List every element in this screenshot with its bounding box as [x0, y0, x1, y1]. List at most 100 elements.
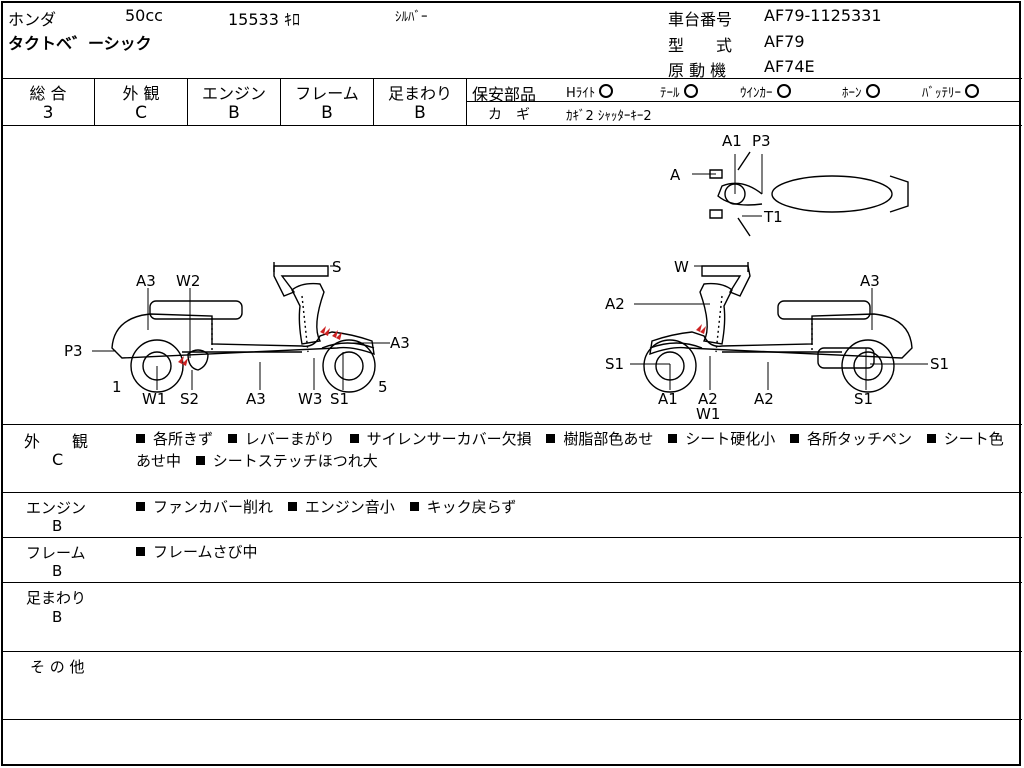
diagram-label: S2	[180, 390, 199, 408]
note-item: 樹脂部色あせ	[546, 430, 653, 448]
safety-item-horn: ﾎｰﾝ	[842, 82, 884, 101]
notes-engine-list: ファンカバー削れ エンジン音小 キック戻らず	[136, 496, 526, 518]
divider	[1, 424, 1022, 425]
frame-no-label: 車台番号	[668, 10, 733, 29]
diagram-label: P3	[64, 342, 83, 360]
notes-suspension-grade: B	[52, 608, 63, 626]
grade-frame-label: フレーム	[295, 84, 359, 103]
note-item: フレームさび中	[136, 543, 258, 561]
diagram-label: A3	[246, 390, 266, 408]
scooter-diagram: A3 W2 S P3 A3 1 W1 S2 A3 W3 S1 5 W A3 A2…	[64, 132, 949, 423]
key-value: ｶｷﾞ2 ｼｬｯﾀｰｷｰ2	[566, 109, 652, 124]
safety-item-battery: ﾊﾞｯﾃﾘｰ	[922, 82, 983, 101]
scooter-right-view	[643, 262, 913, 393]
engine-value: AF74E	[764, 57, 815, 76]
notes-exterior-label: 外 観	[24, 432, 89, 451]
divider	[466, 101, 1020, 102]
grade-overall-label: 総 合	[29, 84, 67, 103]
damage-marks	[178, 324, 706, 366]
safety-item-tail: ﾃｰﾙ	[660, 82, 702, 101]
key-label: カ ギ	[488, 107, 530, 123]
bullet-square-icon	[136, 502, 145, 511]
diagram-label: W1	[696, 405, 720, 423]
notes-engine-grade: B	[52, 517, 63, 535]
scooter-top-view	[709, 151, 909, 237]
divider	[94, 78, 95, 125]
safety-item-winker: ｳｲﾝｶｰ	[740, 82, 795, 101]
type-label: 型 式	[668, 36, 733, 55]
ok-circle-icon	[776, 84, 791, 98]
notes-exterior-list: 各所きず レバーまがり サイレンサーカバー欠損 樹脂部色あせ シート硬化小 各所…	[136, 428, 1016, 472]
diagram-label: S1	[930, 355, 949, 373]
ok-circle-icon	[683, 84, 698, 98]
divider	[1, 582, 1022, 583]
bullet-square-icon	[926, 434, 936, 443]
diagram-label: A3	[860, 272, 880, 290]
grade-engine-value: B	[228, 103, 240, 123]
divider	[1, 125, 1022, 126]
grade-suspension-label: 足まわり	[387, 84, 452, 103]
notes-frame-grade: B	[52, 562, 63, 580]
notes-frame-list: フレームさび中	[136, 541, 268, 563]
notes-other-label: そ の 他	[30, 658, 85, 676]
divider	[1, 719, 1022, 720]
scooter-left-view	[111, 262, 376, 393]
divider	[280, 78, 281, 125]
note-item: シートステッチほつれ大	[195, 452, 378, 470]
diagram-label: S1	[605, 355, 624, 373]
grade-suspension-value: B	[414, 103, 426, 123]
notes-suspension-label: 足まわり	[26, 589, 87, 607]
grade-engine-label: エンジン	[201, 84, 266, 103]
bullet-square-icon	[227, 434, 237, 443]
diagram-label: 1	[112, 378, 122, 396]
diagram-label: T1	[763, 208, 783, 226]
bullet-square-icon	[136, 434, 145, 443]
diagram-label: W1	[142, 390, 166, 408]
note-item: キック戻らず	[409, 498, 516, 516]
diagram-label: A3	[390, 334, 410, 352]
note-item: サイレンサーカバー欠損	[349, 430, 532, 448]
diagram-label: A2	[698, 390, 718, 408]
model-name: タクトベ゛ーシック	[8, 34, 152, 53]
diagram-label: W	[674, 258, 689, 276]
diagram-labels: A3 W2 S P3 A3 1 W1 S2 A3 W3 S1 5 W A3 A2…	[64, 132, 949, 423]
ok-circle-icon	[965, 84, 979, 98]
diagram-label: A2	[605, 295, 625, 313]
grade-exterior-value: C	[135, 103, 147, 123]
bullet-square-icon	[349, 434, 359, 443]
bullet-square-icon	[195, 456, 205, 465]
grade-overall-value: 3	[42, 103, 54, 123]
note-item: ファンカバー削れ	[136, 498, 273, 516]
diagram-label: A2	[754, 390, 774, 408]
bullet-square-icon	[287, 502, 297, 511]
ok-circle-icon	[865, 84, 880, 98]
ok-circle-icon	[599, 84, 614, 98]
diagram-label: W2	[176, 272, 200, 290]
note-item: シート硬化小	[668, 430, 775, 448]
grade-exterior-label: 外 観	[122, 84, 160, 103]
safety-item-headlight: Hﾗｲﾄ	[566, 82, 617, 101]
diagram-label: W3	[298, 390, 322, 408]
notes-exterior-grade: C	[52, 450, 64, 469]
grade-frame-value: B	[321, 103, 333, 123]
diagram-label: A3	[136, 272, 156, 290]
note-item: シート色あせ中	[136, 430, 1004, 470]
divider	[187, 78, 188, 125]
type-value: AF79	[764, 32, 805, 51]
diagram-label: A	[670, 166, 681, 184]
bullet-square-icon	[136, 547, 145, 556]
leader-lines	[92, 154, 928, 390]
diagram-label: S	[332, 258, 342, 276]
bullet-square-icon	[789, 434, 799, 443]
safety-label: 保安部品	[472, 85, 537, 104]
color: ｼﾙﾊﾞｰ	[395, 10, 428, 25]
note-item: エンジン音小	[287, 498, 395, 516]
diagram-label: S1	[854, 390, 873, 408]
diagram-label: S1	[330, 390, 349, 408]
note-item: 各所タッチペン	[789, 430, 912, 448]
bullet-square-icon	[668, 434, 678, 443]
note-item: 各所きず	[136, 430, 213, 448]
diagram-label: P3	[752, 132, 771, 150]
bullet-square-icon	[546, 434, 556, 443]
